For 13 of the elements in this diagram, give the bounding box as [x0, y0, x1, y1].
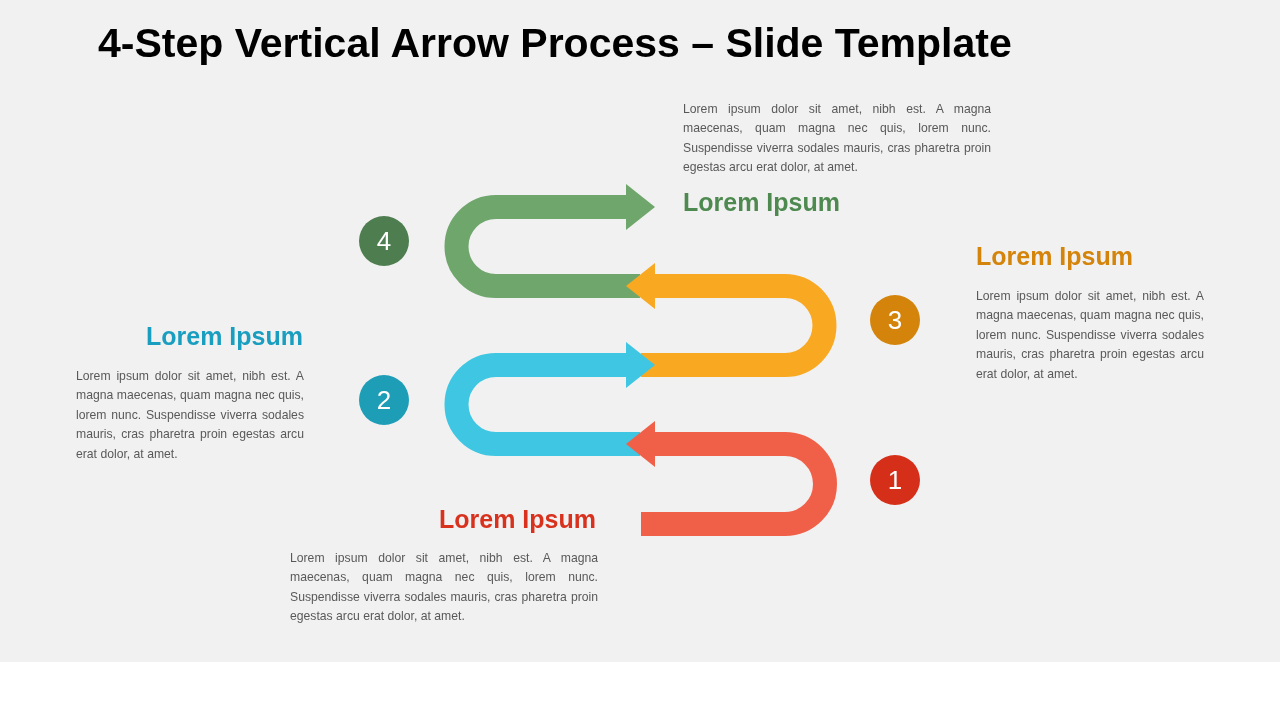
step-description: Lorem ipsum dolor sit amet, nibh est. A magna maecenas, quam magna nec quis, lorem nunc. Suspendisse viverra sodales mauris, cras pharetra proin egestas arcu erat dolor, at amet. — [290, 550, 598, 626]
step-description: Lorem ipsum dolor sit amet, nibh est. A magna maecenas, quam magna nec quis, lorem nunc. Suspendisse viverra sodales mauris, cras pharetra proin egestas arcu erat dolor, at amet. — [683, 101, 991, 177]
step-number-circle: 1 — [870, 455, 920, 505]
step-description: Lorem ipsum dolor sit amet, nibh est. A magna maecenas, quam magna nec quis, lorem nunc. Suspendisse viverra sodales mauris, cras pharetra proin egestas arcu erat dolor, at amet. — [76, 368, 304, 463]
step-heading: Lorem Ipsum — [683, 188, 840, 217]
step-description: Lorem ipsum dolor sit amet, nibh est. A magna maecenas, quam magna nec quis, lorem nunc. Suspendisse viverra sodales mauris, cras pharetra proin egestas arcu erat dolor, at amet. — [976, 288, 1204, 383]
step-heading: Lorem Ipsum — [976, 242, 1133, 271]
step-number-circle: 2 — [359, 375, 409, 425]
step-heading: Lorem Ipsum — [439, 505, 596, 534]
slide-title: 4-Step Vertical Arrow Process – Slide Template — [98, 20, 1012, 67]
step-heading: Lorem Ipsum — [146, 322, 303, 351]
step-number-circle: 4 — [359, 216, 409, 266]
step-number-circle: 3 — [870, 295, 920, 345]
